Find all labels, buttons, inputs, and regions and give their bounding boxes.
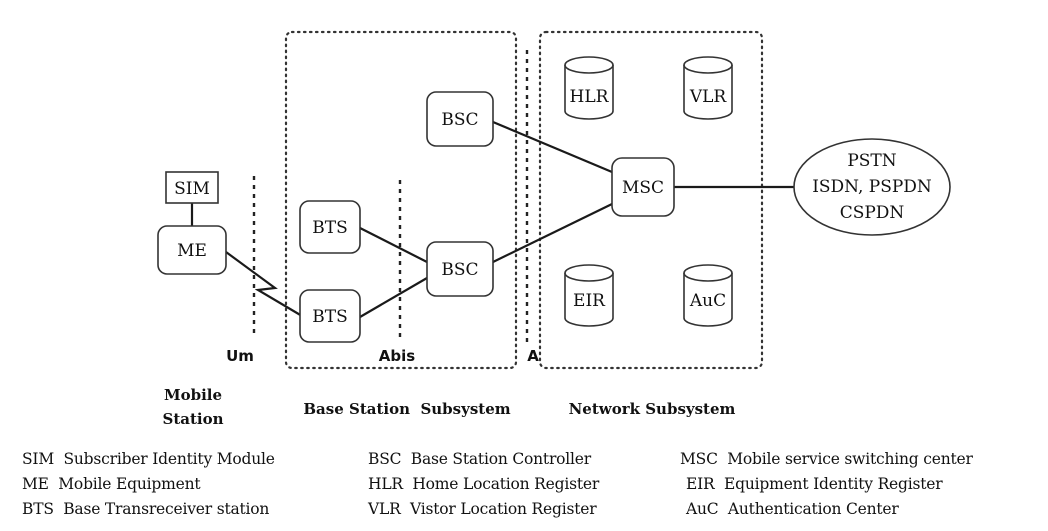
legend-full: Vistor Location Register — [410, 500, 597, 518]
legend-full: Mobile Equipment — [58, 475, 201, 493]
legend-item-msc: MSC Mobile service switching center — [680, 450, 973, 468]
vlr-label: VLR — [689, 87, 728, 107]
auc-database-icon: AuC — [683, 264, 733, 327]
pstn-network-node: PSTN ISDN, PSPDN CSPDN — [793, 138, 951, 236]
legend-full: Equipment Identity Register — [723, 475, 943, 493]
nss-group-label: Network Subsystem — [569, 400, 736, 418]
legend-abbr: HLR — [368, 475, 403, 493]
legend-item-hlr: HLR Home Location Register — [368, 475, 599, 493]
legend-full: Authentication Center — [727, 500, 899, 518]
bts-top-label: BTS — [312, 218, 347, 238]
legend-item-bsc: BSC Base Station Controller — [368, 450, 591, 468]
abis-interface-label: Abis — [379, 347, 415, 365]
legend-abbr: SIM — [22, 450, 55, 468]
legend-full: Mobile service switching center — [727, 450, 973, 468]
bts-node-bottom: BTS — [299, 289, 361, 343]
bts-bottom-label: BTS — [312, 307, 347, 327]
msc-node: MSC — [611, 157, 675, 217]
legend-abbr: MSC — [680, 450, 718, 468]
legend-item-me: ME Mobile Equipment — [22, 475, 201, 493]
bts-bsc-link-top — [359, 227, 428, 263]
bsc-node-top: BSC — [426, 91, 494, 147]
eir-database-icon: EIR — [564, 264, 614, 327]
legend-abbr: BSC — [368, 450, 402, 468]
bsc-bottom-label: BSC — [441, 260, 478, 280]
legend-abbr: EIR — [686, 475, 715, 493]
bss-group-label: Base Station Subsystem — [303, 400, 510, 418]
auc-label: AuC — [689, 291, 726, 311]
bss-boundary — [284, 30, 518, 370]
legend-abbr: ME — [22, 475, 49, 493]
legend-item-auc: AuC Authentication Center — [686, 500, 899, 518]
msc-label: MSC — [622, 178, 664, 198]
isdn-pspdn-label: ISDN, PSPDN — [812, 177, 932, 197]
bsc-msc-link-bottom — [492, 203, 613, 263]
legend-full: Base Station Controller — [410, 450, 591, 468]
a-interface-label: A — [527, 347, 539, 365]
hlr-database-icon: HLR — [564, 56, 614, 120]
legend-abbr: VLR — [368, 500, 401, 518]
cspdn-label: CSPDN — [840, 203, 905, 223]
legend-item-bts: BTS Base Transreceiver station — [22, 500, 269, 518]
bsc-msc-link-top — [492, 120, 613, 174]
bsc-top-label: BSC — [441, 110, 478, 130]
legend-full: Subscriber Identity Module — [63, 450, 275, 468]
sim-label: SIM — [174, 179, 210, 199]
mobile-station-label-line2: Station — [162, 410, 223, 428]
sim-node: SIM — [165, 171, 219, 204]
me-node: ME — [157, 225, 227, 275]
legend-item-eir: EIR Equipment Identity Register — [686, 475, 943, 493]
eir-label: EIR — [573, 291, 606, 311]
legend-full: Home Location Register — [412, 475, 600, 493]
mobile-station-label-line1: Mobile — [164, 386, 222, 404]
pstn-label: PSTN — [847, 151, 896, 171]
legend-item-sim: SIM Subscriber Identity Module — [22, 450, 275, 468]
me-label: ME — [177, 241, 207, 261]
legend-abbr: AuC — [686, 500, 719, 518]
um-interface-label: Um — [226, 347, 254, 365]
legend-abbr: BTS — [22, 500, 54, 518]
legend-full: Base Transreceiver station — [63, 500, 270, 518]
legend-item-vlr: VLR Vistor Location Register — [368, 500, 597, 518]
bsc-node-bottom: BSC — [426, 241, 494, 297]
radio-link — [225, 251, 303, 317]
vlr-database-icon: VLR — [683, 56, 733, 120]
bts-node-top: BTS — [299, 200, 361, 254]
bts-bsc-link-bottom — [359, 277, 428, 318]
hlr-label: HLR — [570, 87, 610, 107]
